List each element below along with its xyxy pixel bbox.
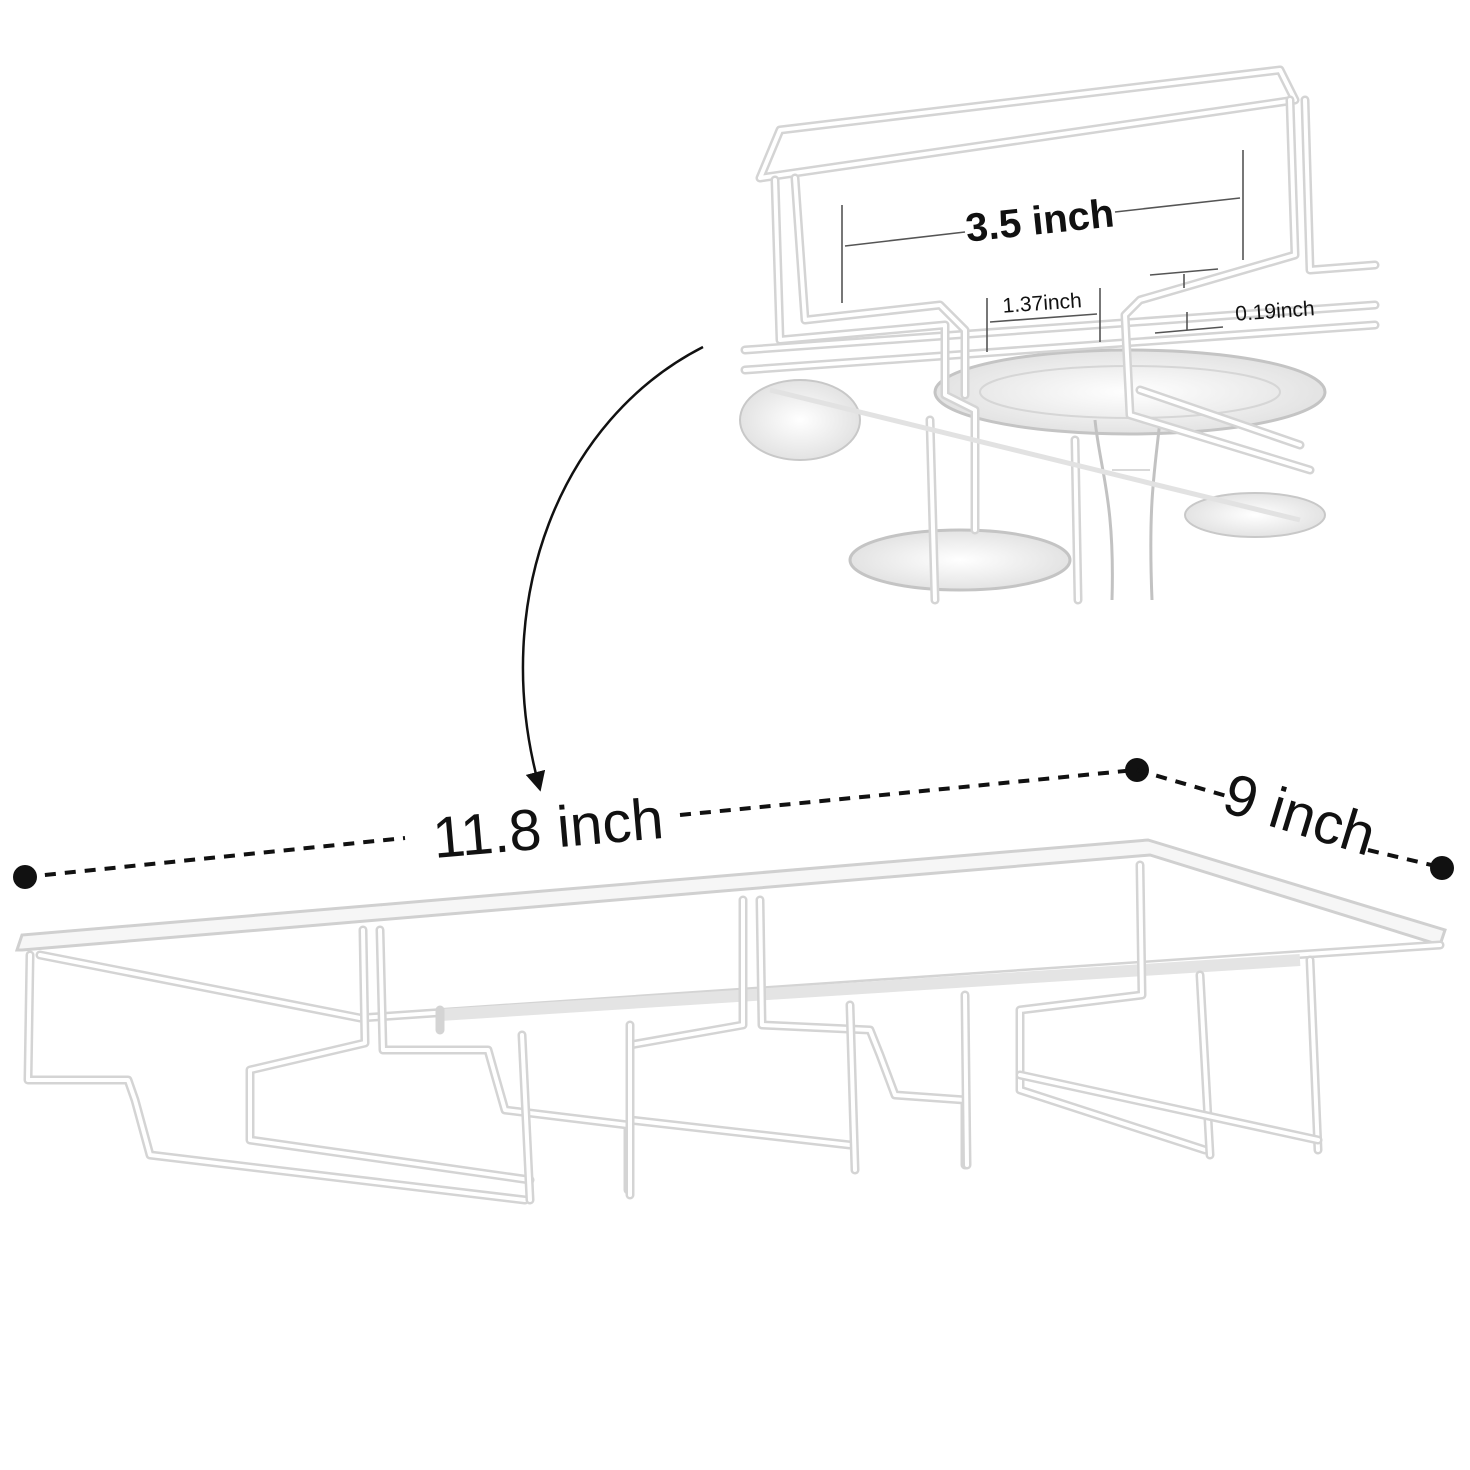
slot-width-dimension: 3.5 inch (841, 150, 1244, 303)
depth-label: 9 inch (1216, 761, 1383, 868)
length-start-point (13, 865, 37, 889)
wine-glass-rack (14, 838, 1447, 1205)
wire-thickness-dimension: 0.19inch (1149, 268, 1316, 334)
zoom-pointer-arrow (521, 345, 704, 792)
wine-glass-illustration (739, 348, 1327, 601)
length-label: 11.8 inch (430, 786, 666, 871)
depth-end-point (1430, 856, 1454, 880)
wire-thickness-label: 0.19inch (1235, 297, 1316, 325)
slot-gap-label: 1.37inch (1002, 289, 1083, 317)
slot-gap-dimension: 1.37inch (986, 288, 1101, 352)
zoom-inset: 3.5 inch 1.37inch 0.19inch (739, 65, 1380, 605)
rack-closeup (740, 65, 1380, 605)
slot-width-label: 3.5 inch (964, 191, 1117, 250)
